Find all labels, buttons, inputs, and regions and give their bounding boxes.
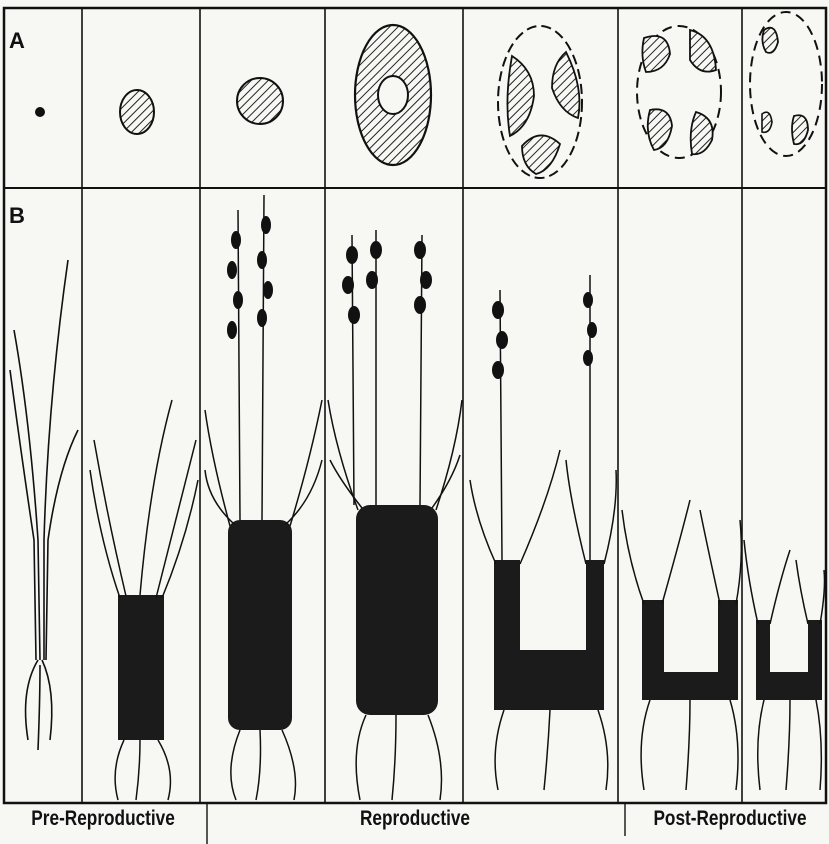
plant-stage-1 [10, 260, 78, 750]
cross-section-2 [120, 90, 154, 134]
seed-heads-stage-4 [342, 241, 432, 324]
plant-stage-3 [205, 195, 322, 800]
stage-label-reproductive: Reproductive [337, 808, 493, 829]
plant-stage-2 [90, 400, 198, 800]
cross-section-6 [637, 26, 721, 158]
panel-b-label: B [9, 205, 25, 227]
cross-section-1 [35, 107, 45, 117]
cross-section-4 [355, 25, 431, 165]
seed-heads-stage-5 [492, 292, 597, 379]
cross-section-3 [237, 78, 283, 124]
seed-heads-stage-3 [227, 216, 273, 339]
stage-label-pre-reproductive: Pre-Reproductive [31, 808, 170, 829]
cross-section-5 [498, 26, 582, 178]
plant-stage-7 [744, 540, 825, 790]
stage-label-post-reproductive: Post-Reproductive [652, 808, 808, 829]
cross-section-7 [750, 12, 822, 156]
plant-stage-6 [622, 500, 741, 790]
panel-a-label: A [9, 30, 25, 52]
plant-stage-5 [470, 275, 616, 790]
